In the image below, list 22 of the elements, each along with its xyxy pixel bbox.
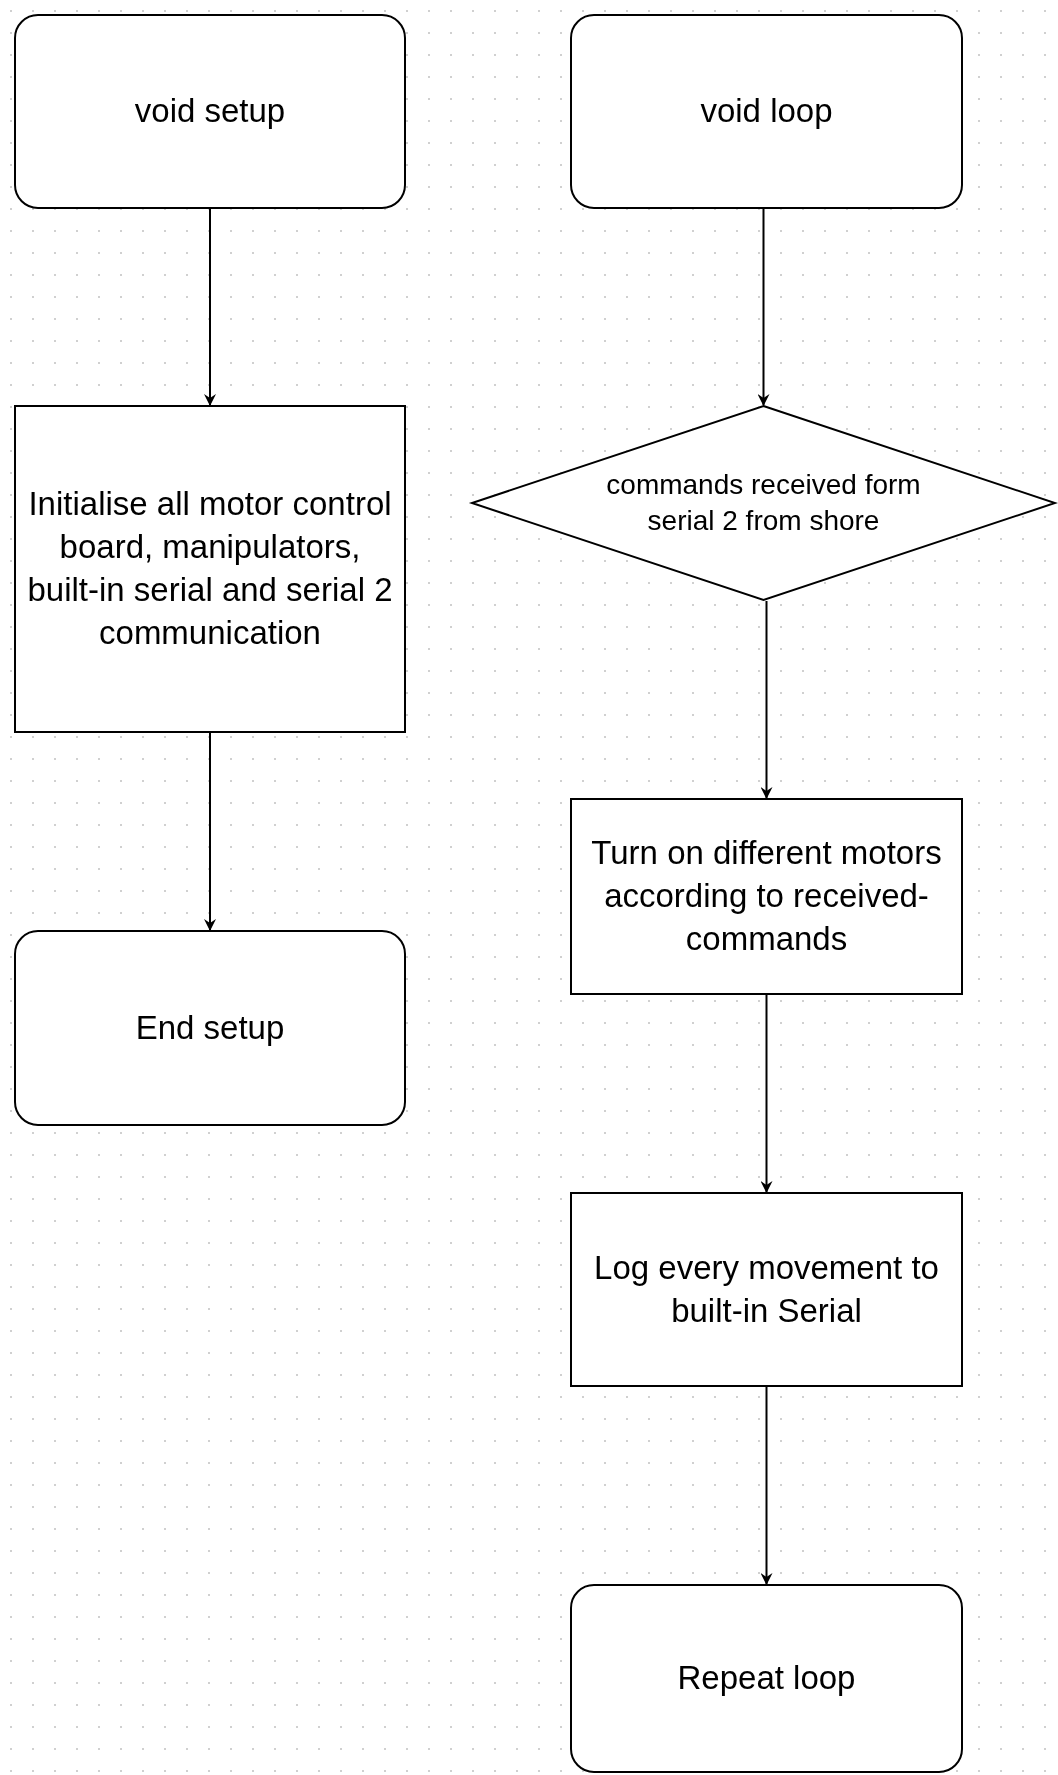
process-box (570, 798, 963, 995)
arrow (760, 994, 773, 1193)
decision-diamond (471, 405, 1056, 601)
arrow (204, 732, 216, 931)
arrow (204, 208, 216, 406)
node-text: void loop (700, 91, 833, 132)
node-text: Log every movement to built-in Serial (593, 1247, 940, 1331)
terminal-box (14, 930, 406, 1126)
node-text: End setup (135, 1007, 285, 1048)
node-text: Initialise all motor control board, manipulators, built-in serial and serial 2 communication (26, 484, 394, 653)
arrow (760, 600, 773, 799)
terminal-box (570, 14, 963, 209)
process-box (570, 1192, 963, 1387)
terminal-box (14, 14, 406, 209)
arrow (760, 1386, 773, 1585)
arrow (757, 208, 770, 406)
node-text: commands received form serial 2 from shore (605, 467, 922, 538)
node-text: void setup (134, 91, 286, 132)
terminal-box (570, 1584, 963, 1773)
process-box (14, 405, 406, 733)
node-text: Turn on different motors according to received-commands (590, 833, 943, 959)
node-text: Repeat loop (677, 1658, 856, 1699)
